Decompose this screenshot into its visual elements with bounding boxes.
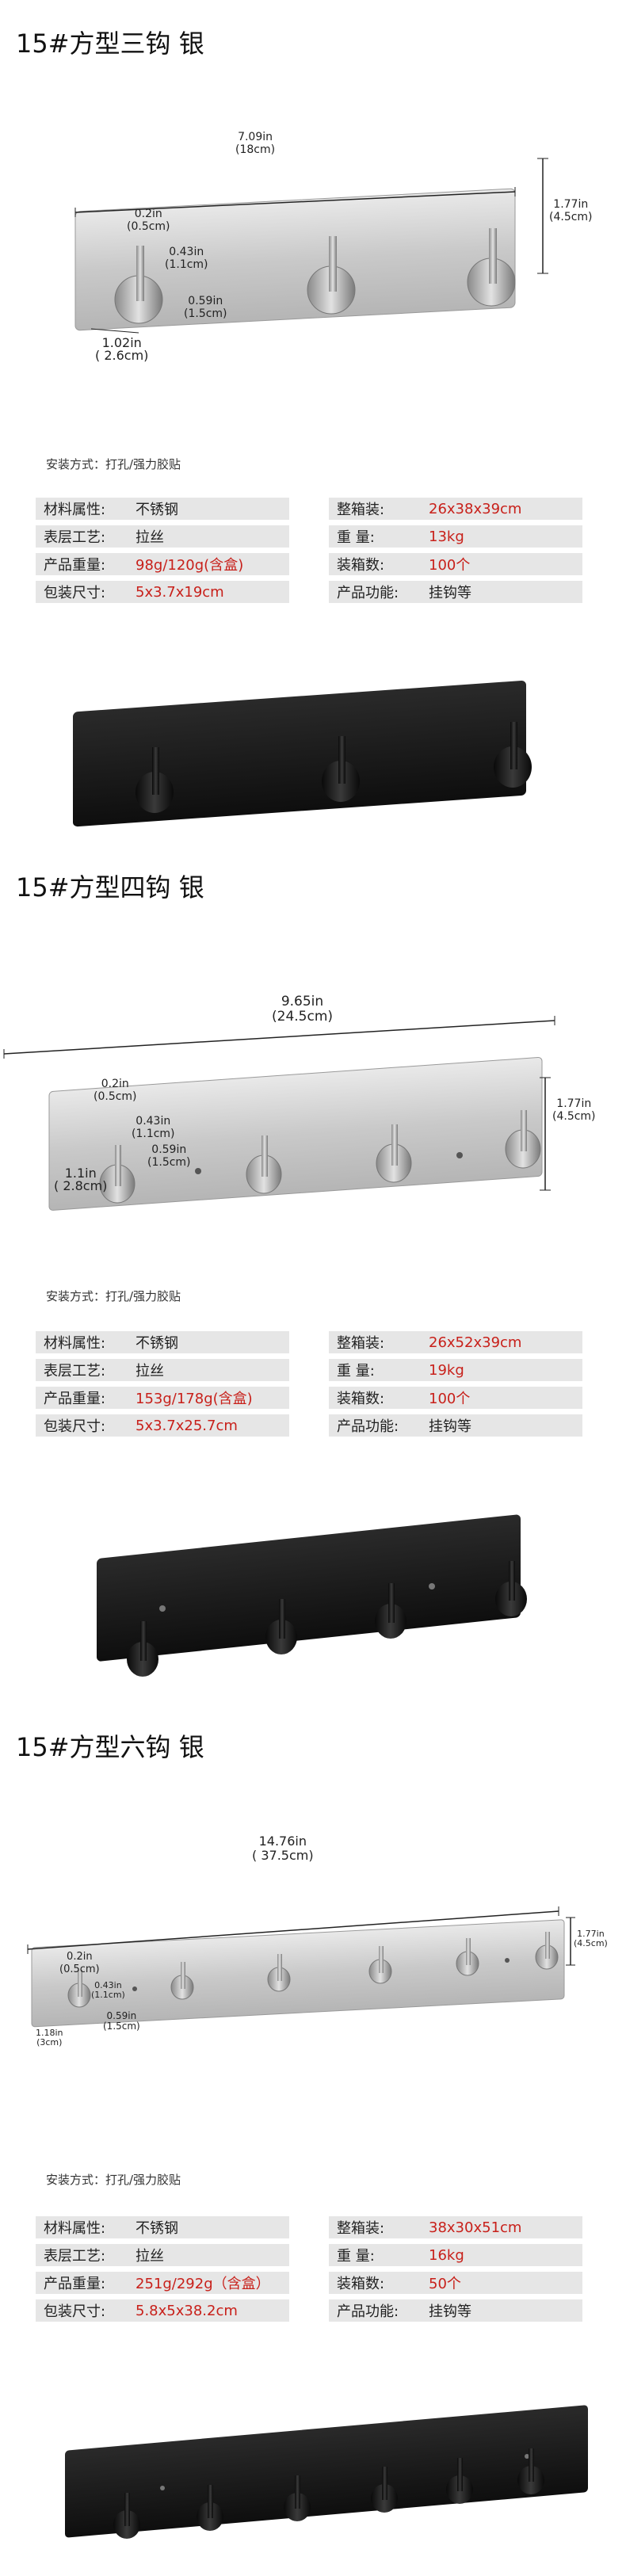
spec-row: 材料属性:不锈钢 整箱装:26x52x39cm (36, 1331, 582, 1353)
hook-icon (494, 722, 532, 788)
hook-icon (113, 2493, 140, 2539)
hook-width-label: 0.2in(0.5cm) (127, 208, 170, 233)
spec-row: 材料属性:不锈钢 整箱装:38x30x51cm (36, 2216, 582, 2238)
hook-icon (322, 736, 360, 802)
hook-icon (376, 1124, 412, 1183)
hook-depth-label: 0.59in(1.5cm) (184, 295, 227, 320)
spec-row: 包装尺寸:5x3.7x19cm 产品功能:挂钩等 (36, 581, 582, 603)
section-three-hook: 15#方型三钩 银 7.09in(18cm) 1.77in(4.5cm) 0.2… (0, 0, 626, 860)
height-label: 1.77in(4.5cm) (574, 1929, 608, 1948)
hook-icon (371, 2467, 398, 2513)
hook-icon (307, 236, 356, 315)
spec-row: 表层工艺:拉丝 重 量:19kg (36, 1359, 582, 1381)
section-title: 15#方型四钩 银 (16, 872, 204, 903)
height-label: 1.77in(4.5cm) (552, 1097, 596, 1123)
hook-depth-label: 0.59in(1.5cm) (147, 1143, 191, 1169)
hook-icon (535, 1932, 559, 1970)
spec-row: 表层工艺:拉丝 重 量:16kg (36, 2244, 582, 2266)
steel-rack-image (27, 1906, 575, 2028)
hook-icon (368, 1946, 392, 1984)
hook-icon (67, 1970, 91, 2008)
steel-rack-image (3, 1016, 555, 1211)
hook-icon (467, 228, 516, 307)
spec-row: 包装尺寸:5x3.7x25.7cm 产品功能:挂钩等 (36, 1414, 582, 1437)
hook-width-label: 0.2in(0.5cm) (59, 1951, 100, 1975)
depth-label: 1.1in( 2.8cm) (54, 1166, 108, 1193)
install-method: 安装方式：打孔/强力胶贴 (46, 2173, 181, 2187)
hook-icon (446, 2458, 473, 2504)
spec-row: 产品重量:251g/292g（含盒） 装箱数:50个 (36, 2272, 582, 2294)
width-label: 9.65in(24.5cm) (272, 994, 334, 1025)
install-method: 安装方式：打孔/强力胶贴 (46, 457, 181, 471)
hook-icon (114, 246, 163, 324)
hook-icon (267, 1954, 291, 1992)
hook-depth-label: 0.59in(1.5cm) (103, 2010, 140, 2032)
hook-icon (170, 1962, 194, 2000)
hook-icon (197, 2485, 223, 2531)
black-rack-image (65, 2405, 588, 2539)
hook-icon (246, 1135, 282, 1194)
hook-icon (284, 2475, 311, 2521)
section-title: 15#方型三钩 银 (16, 29, 204, 59)
black-rack-image (97, 1514, 527, 1677)
hook-icon (99, 1145, 136, 1204)
spec-row: 产品重量:153g/178g(含盒) 装箱数:100个 (36, 1387, 582, 1409)
hook-height-label: 0.43in(1.1cm) (132, 1115, 175, 1140)
black-rack-image (73, 680, 532, 827)
install-method: 安装方式：打孔/强力胶贴 (46, 1289, 181, 1303)
depth-label: 1.18in(3cm) (36, 2028, 63, 2047)
hook-height-label: 0.43in(1.1cm) (91, 1980, 125, 2000)
hook-icon (505, 1110, 541, 1169)
steel-rack-image (74, 158, 548, 334)
spec-row: 材料属性:不锈钢 整箱装:26x38x39cm (36, 498, 582, 520)
section-title: 15#方型六钩 银 (16, 1732, 204, 1762)
hook-width-label: 0.2in(0.5cm) (94, 1078, 137, 1103)
depth-label: 1.02in( 2.6cm) (95, 335, 149, 363)
hook-icon (127, 1621, 158, 1677)
width-label: 7.09in(18cm) (235, 131, 276, 156)
hook-icon (265, 1599, 297, 1654)
hook-icon (375, 1583, 407, 1639)
hook-icon (517, 2448, 544, 2494)
spec-row: 表层工艺:拉丝 重 量:13kg (36, 525, 582, 548)
section-four-hook: 15#方型四钩 银 9.65in(24.5cm) 1.77in(4.5cm) 0… (0, 860, 626, 1719)
hook-height-label: 0.43in(1.1cm) (165, 246, 208, 271)
section-six-hook: 15#方型六钩 银 14.76in( 37.5cm) 1.77in(4.5cm)… (0, 1719, 626, 2576)
width-label: 14.76in( 37.5cm) (252, 1834, 314, 1863)
hook-icon (136, 747, 174, 813)
hook-icon (456, 1938, 479, 1976)
spec-row: 包装尺寸:5.8x5x38.2cm 产品功能:挂钩等 (36, 2299, 582, 2322)
hook-icon (495, 1561, 527, 1616)
height-label: 1.77in(4.5cm) (549, 198, 593, 223)
spec-row: 产品重量:98g/120g(含盒) 装箱数:100个 (36, 553, 582, 575)
